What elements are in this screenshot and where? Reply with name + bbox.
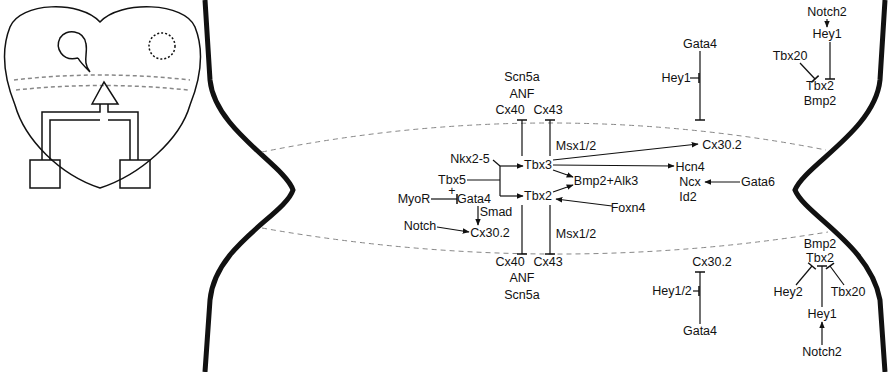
activation-arrow bbox=[556, 199, 612, 206]
boundary-dashed bbox=[262, 228, 828, 254]
inhibition-line bbox=[800, 63, 815, 79]
gene-label: Hey1/2 bbox=[652, 285, 692, 298]
gene-label: Cx30.2 bbox=[692, 256, 732, 269]
inhibition-line bbox=[699, 272, 700, 324]
activation-arrow bbox=[705, 181, 740, 182]
gene-label: Bmp2 bbox=[804, 95, 837, 108]
gene-label: Msx1/2 bbox=[556, 228, 596, 241]
activation-arrow bbox=[500, 165, 523, 166]
dotted-node bbox=[149, 33, 175, 59]
activation-arrow bbox=[553, 185, 573, 192]
bracket-line bbox=[493, 160, 500, 166]
inhibition-line bbox=[549, 120, 550, 156]
inhibition-line bbox=[821, 266, 822, 307]
gene-label: Cx40 bbox=[495, 104, 524, 117]
av-node bbox=[92, 82, 118, 104]
inhibition-line bbox=[699, 51, 700, 120]
gene-label: Foxn4 bbox=[611, 202, 646, 215]
av-plane bbox=[14, 75, 190, 80]
activation-arrow bbox=[477, 206, 478, 225]
gene-label: Tbx2 bbox=[806, 80, 834, 93]
inhibition-line bbox=[521, 205, 522, 254]
gene-label: Cx30.2 bbox=[470, 227, 510, 240]
gene-label: Gata4 bbox=[457, 193, 491, 206]
regulation-lines bbox=[431, 19, 844, 345]
inhibition-line bbox=[521, 120, 522, 156]
gene-label: Cx40 bbox=[495, 256, 524, 269]
ventricle-box bbox=[120, 160, 150, 188]
heart-inset bbox=[5, 7, 201, 188]
gene-label: Cx43 bbox=[533, 104, 562, 117]
bundle-branches bbox=[42, 104, 138, 160]
gene-label: Scn5a bbox=[504, 71, 539, 84]
gene-label: Nkx2-5 bbox=[450, 153, 490, 166]
gene-label: Tbx3 bbox=[524, 159, 552, 172]
inhibition-line bbox=[690, 77, 699, 78]
activation-arrow bbox=[437, 227, 469, 232]
gene-label: MyoR bbox=[398, 193, 431, 206]
gene-label: ANF bbox=[510, 88, 535, 101]
boundary-dashed bbox=[262, 123, 826, 152]
gene-label: Tbx20 bbox=[773, 50, 808, 63]
inhibition-line bbox=[830, 266, 844, 285]
inhibition-line bbox=[431, 198, 457, 199]
gene-label: Cx43 bbox=[533, 256, 562, 269]
gene-label: Notch2 bbox=[807, 6, 847, 19]
gene-label: ANF bbox=[510, 272, 535, 285]
gene-label: Hey1 bbox=[661, 72, 690, 85]
heart-wall bbox=[795, 0, 885, 372]
heart-wall bbox=[205, 0, 293, 372]
gene-label: Bmp2 bbox=[804, 238, 837, 251]
gene-label: Cx30.2 bbox=[702, 139, 742, 152]
inhibition-line bbox=[829, 42, 830, 79]
gene-label: Hey2 bbox=[773, 286, 802, 299]
bracket-line bbox=[499, 166, 500, 196]
inhibition-line bbox=[693, 290, 699, 291]
bracket-line bbox=[467, 179, 500, 180]
activation-arrow bbox=[500, 195, 523, 196]
gene-label: Notch2 bbox=[802, 346, 842, 359]
gene-label: Gata4 bbox=[683, 325, 717, 338]
inhibition-line bbox=[796, 266, 812, 285]
ventricle-box bbox=[30, 160, 60, 188]
gene-label: Ncx bbox=[679, 176, 701, 189]
gene-label: Smad bbox=[480, 206, 513, 219]
gene-label: Hcn4 bbox=[675, 161, 704, 174]
gene-label: Tbx2 bbox=[806, 252, 834, 265]
sinoatrial-node bbox=[58, 32, 90, 72]
gene-label: Hey1 bbox=[812, 28, 841, 41]
gene-label: Tbx20 bbox=[831, 286, 866, 299]
gene-label: Hey1 bbox=[807, 308, 836, 321]
activation-arrow bbox=[553, 165, 674, 166]
activation-arrow bbox=[553, 170, 573, 177]
gene-label: Id2 bbox=[679, 191, 696, 204]
bundle-branches bbox=[50, 120, 130, 160]
gene-label: Tbx2 bbox=[524, 190, 552, 203]
gene-label: Bmp2+Alk3 bbox=[574, 175, 638, 188]
heart-outline bbox=[5, 7, 201, 188]
inhibition-line bbox=[549, 205, 550, 254]
activation-arrow bbox=[826, 19, 827, 27]
gene-label: Gata6 bbox=[741, 176, 775, 189]
gene-label: Msx1/2 bbox=[556, 140, 596, 153]
activation-arrow bbox=[821, 322, 822, 345]
gene-label: Gata4 bbox=[683, 38, 717, 51]
gene-label: Scn5a bbox=[504, 289, 539, 302]
gene-label: Notch bbox=[404, 220, 437, 233]
gene-label: + bbox=[448, 185, 455, 198]
